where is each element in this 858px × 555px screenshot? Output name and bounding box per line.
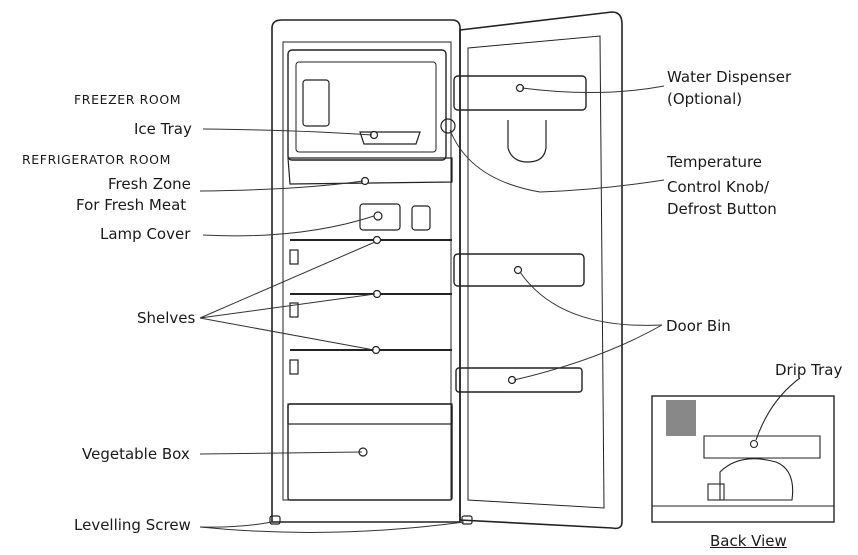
control-knob-label: Control Knob/ [667,178,770,196]
fresh-zone-tray [287,157,453,185]
refrigerator-room-label: REFRIGERATOR ROOM [22,152,171,167]
lamp-cover-label: Lamp Cover [100,225,191,243]
ice-tray-label: Ice Tray [134,120,192,138]
water-dispenser-optional-label: (Optional) [667,90,743,108]
fresh-zone-label: Fresh Zone [108,175,191,193]
defrost-button-label: Defrost Button [667,200,777,218]
door-bin-label: Door Bin [666,317,731,335]
door-bin [453,253,585,287]
vegetable-box [287,403,453,501]
freezer-room-label: FREEZER ROOM [74,92,182,107]
lamp-cover [359,203,401,231]
drip-tray-point [749,439,759,449]
levelling-screw [269,515,281,525]
water-dispenser-label: Water Dispenser [667,68,792,86]
freezer-compartment [287,49,447,161]
fresh-zone-sub-label: For Fresh Meat [76,196,187,214]
back-view-label: Back View [710,532,787,550]
ice-tray [359,131,421,145]
drip-tray-label: Drip Tray [775,361,843,379]
shelves-label: Shelves [137,309,196,327]
levelling-screw-label: Levelling Screw [74,516,191,534]
temperature-label: Temperature [667,153,763,171]
back-view-frame [651,395,835,523]
temperature-knob [440,118,456,134]
door [459,11,623,530]
cabinet-body [271,19,461,523]
door-bin [455,367,583,393]
vegetable-box-label: Vegetable Box [82,445,190,463]
water-dispenser [453,75,587,111]
